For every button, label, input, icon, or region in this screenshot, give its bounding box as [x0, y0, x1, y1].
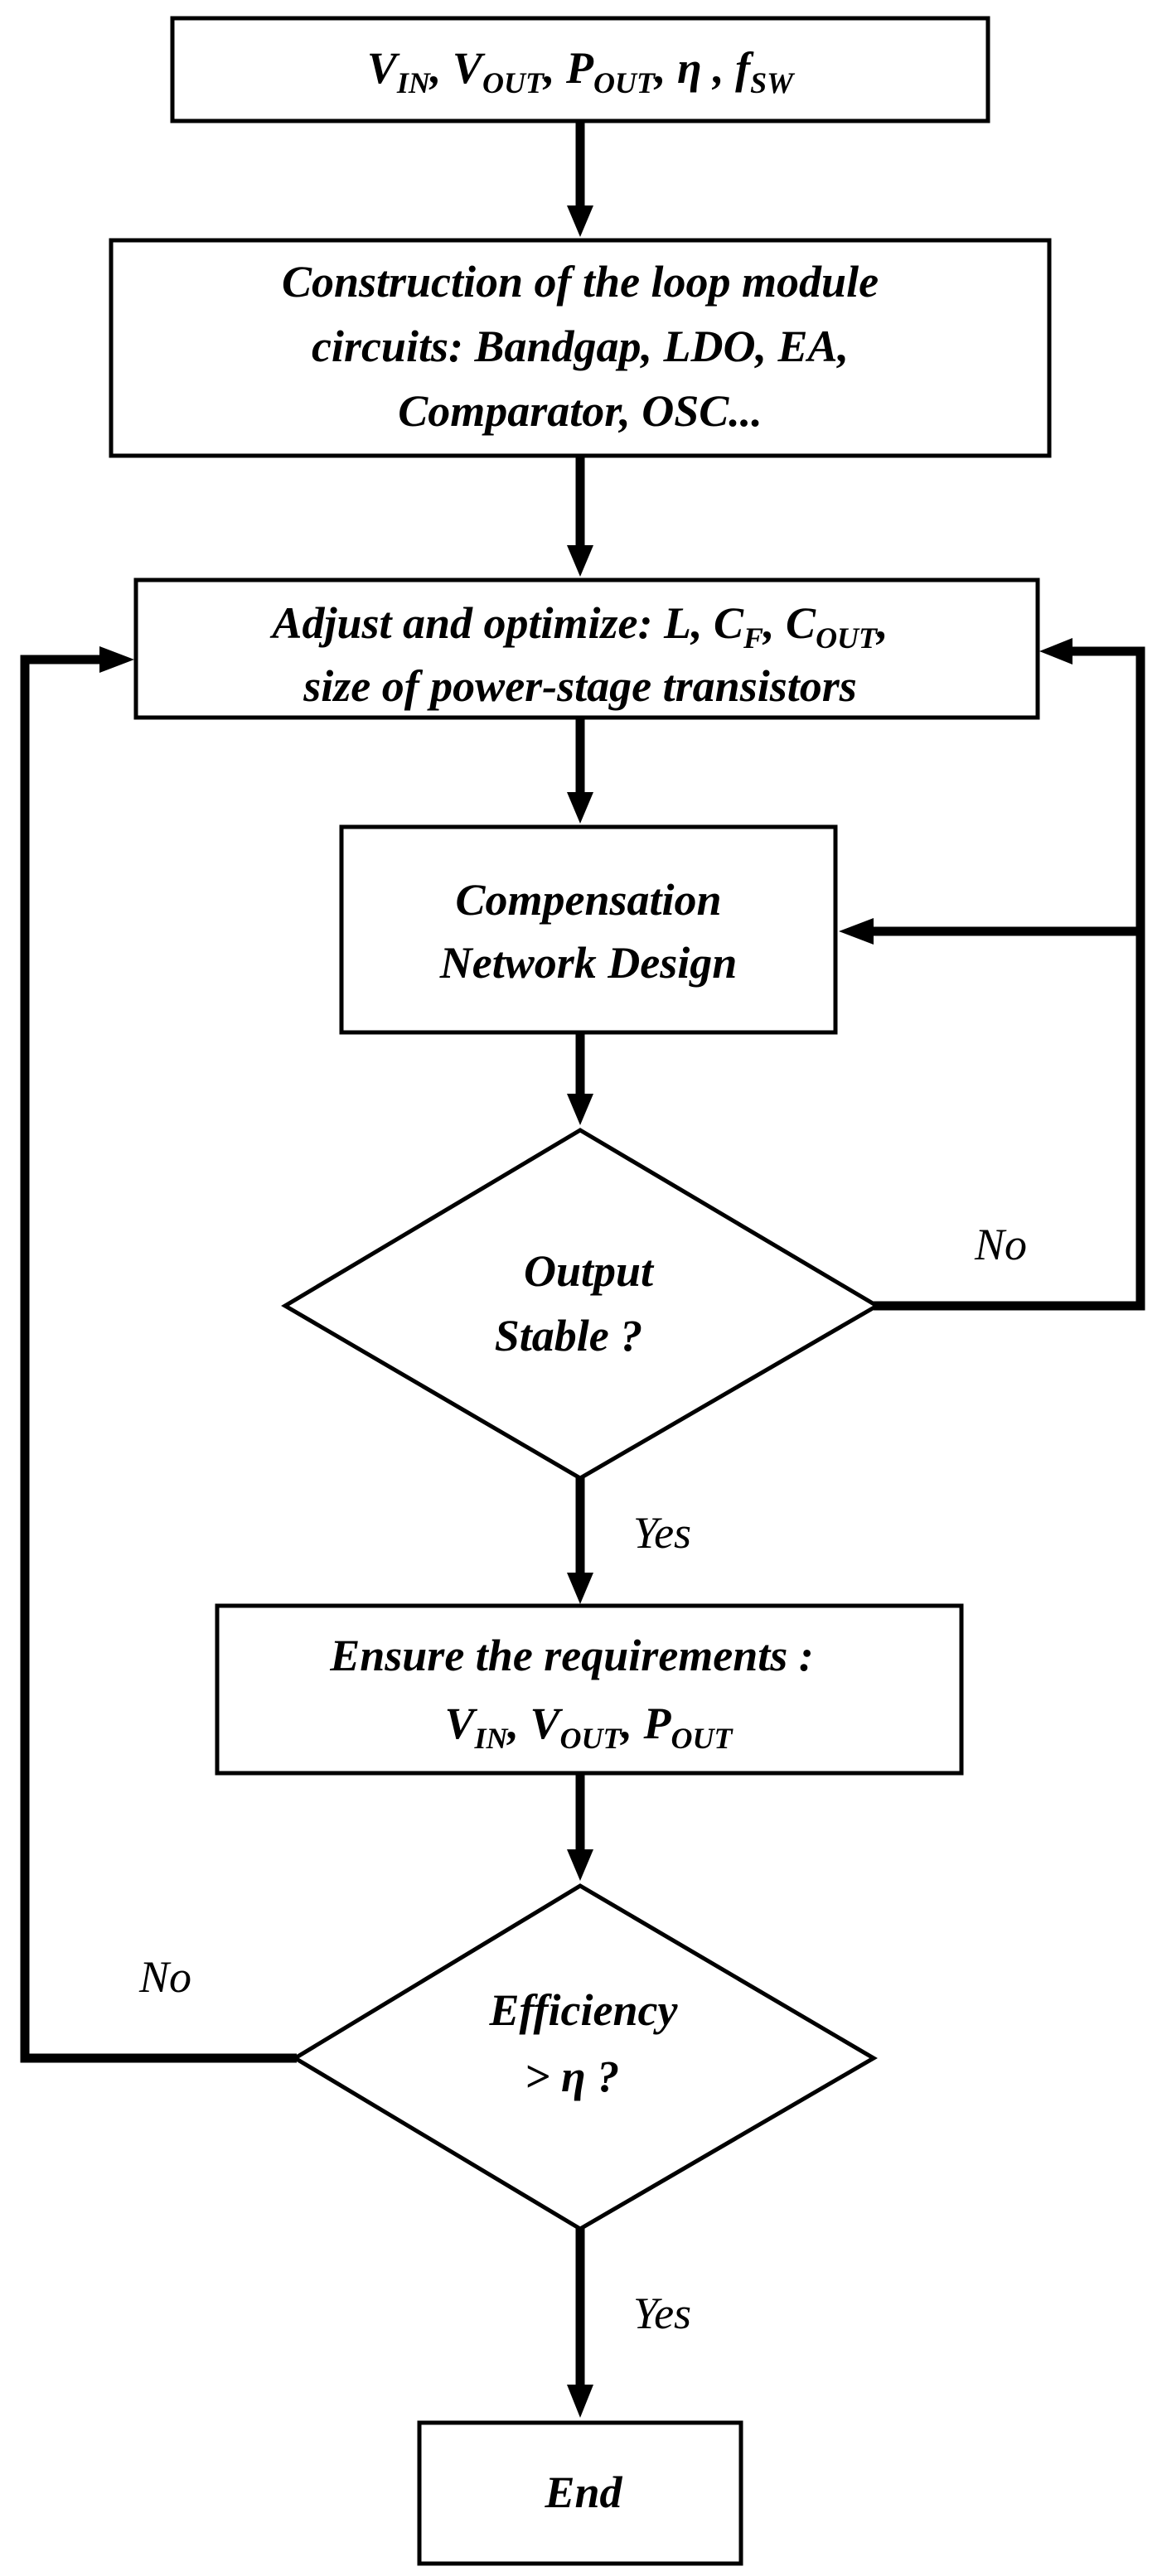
arrowhead-adjust-left — [99, 646, 134, 673]
arrowhead-ensure — [567, 1573, 593, 1604]
branch-label-efficiency-no: No — [138, 1952, 191, 2002]
node-end: End — [417, 2420, 743, 2566]
arrowhead-compensation — [567, 792, 593, 824]
efficiency-diamond — [291, 1883, 878, 2231]
node-output-stable: Output Stable ? — [281, 1128, 881, 1481]
branch-label-stable-no: No — [974, 1220, 1027, 1269]
arrowhead-end — [567, 2385, 593, 2418]
node-efficiency: Efficiency > η ? — [291, 1883, 878, 2231]
arrowhead-adjust — [567, 545, 593, 577]
ensure-box — [215, 1603, 964, 1776]
construction-line-1: Construction of the loop module — [282, 257, 879, 307]
ensure-line-1: Ensure the requirements : — [329, 1631, 814, 1680]
compensation-line-1: Compensation — [455, 875, 721, 925]
output-stable-diamond — [281, 1128, 881, 1481]
construction-box — [109, 238, 1052, 458]
arrowhead-construction — [567, 205, 593, 237]
end-label: End — [544, 2467, 622, 2517]
adjust-line-1: Adjust and optimize: L, CF, COUT, — [269, 598, 888, 655]
arrowhead-stable — [567, 1094, 593, 1125]
node-construction: Construction of the loop module circuits… — [109, 238, 1052, 458]
node-ensure: Ensure the requirements : VIN, VOUT, POU… — [215, 1603, 964, 1776]
connectors — [20, 121, 1145, 2418]
branch-label-efficiency-yes: Yes — [633, 2288, 691, 2338]
adjust-box — [133, 578, 1040, 720]
node-adjust: Adjust and optimize: L, CF, COUT, size o… — [133, 578, 1040, 720]
construction-line-2: circuits: Bandgap, LDO, EA, — [312, 321, 849, 371]
node-compensation: Compensation Network Design — [339, 824, 838, 1035]
compensation-box — [339, 824, 838, 1035]
arrowhead-adjust-right — [1039, 638, 1072, 665]
adjust-line-2: size of power-stage transistors — [303, 661, 857, 711]
node-inputs: VIN, VOUT, POUT, η , fSW — [170, 16, 990, 123]
construction-line-3: Comparator, OSC... — [398, 386, 763, 436]
branch-label-stable-yes: Yes — [633, 1508, 691, 1558]
inputs-box — [170, 16, 990, 123]
output-stable-line-1: Output — [524, 1246, 655, 1296]
end-box — [417, 2420, 743, 2566]
arrow-efficiency-no-loop — [20, 655, 297, 2063]
arrow-stable-no-loop — [874, 646, 1145, 1311]
efficiency-line-1: Efficiency — [489, 1985, 679, 2035]
arrowhead-efficiency — [567, 1849, 593, 1881]
output-stable-line-2: Stable ? — [495, 1311, 643, 1360]
arrowhead-compensation-right — [839, 918, 874, 945]
ensure-line-2: VIN, VOUT, POUT — [444, 1699, 734, 1755]
compensation-line-2: Network Design — [439, 938, 738, 988]
efficiency-line-2: > η ? — [525, 2052, 619, 2101]
inputs-label: VIN, VOUT, POUT, η , fSW — [367, 43, 796, 99]
